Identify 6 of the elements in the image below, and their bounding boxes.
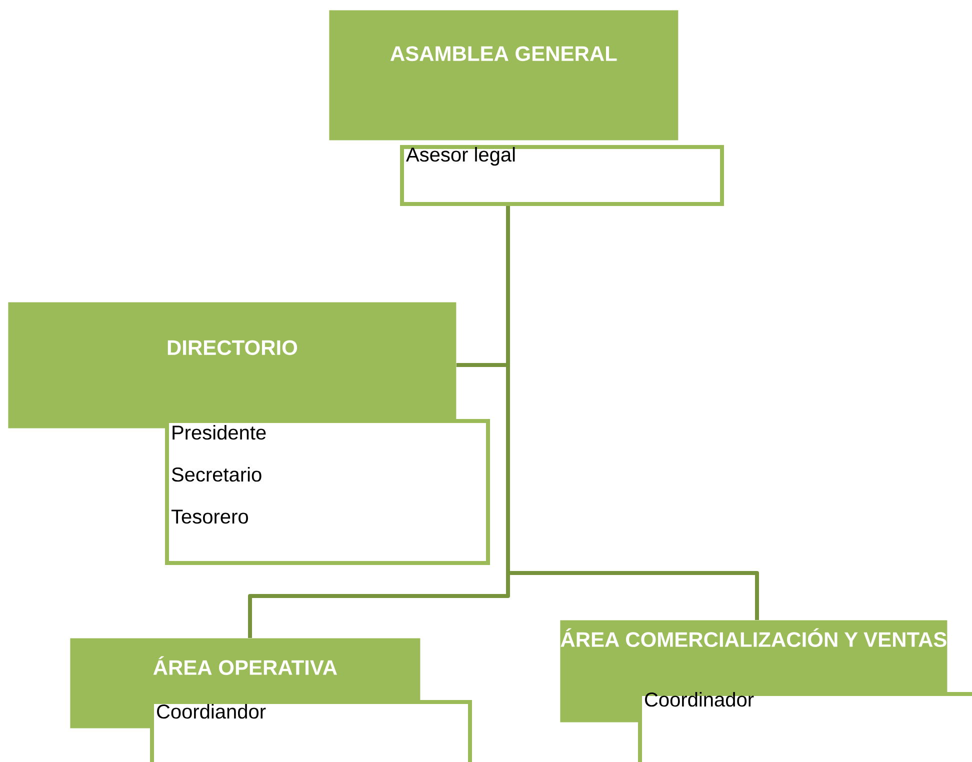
connector-line	[506, 206, 759, 620]
detail-box: Asesor legal	[400, 145, 724, 206]
header-box: ASAMBLEA GENERAL	[329, 10, 678, 140]
detail-box: Presidente Secretario Tesorero	[165, 419, 490, 565]
detail-box: Coordiandor	[150, 700, 472, 762]
detail-box: Coordinador	[638, 692, 972, 762]
